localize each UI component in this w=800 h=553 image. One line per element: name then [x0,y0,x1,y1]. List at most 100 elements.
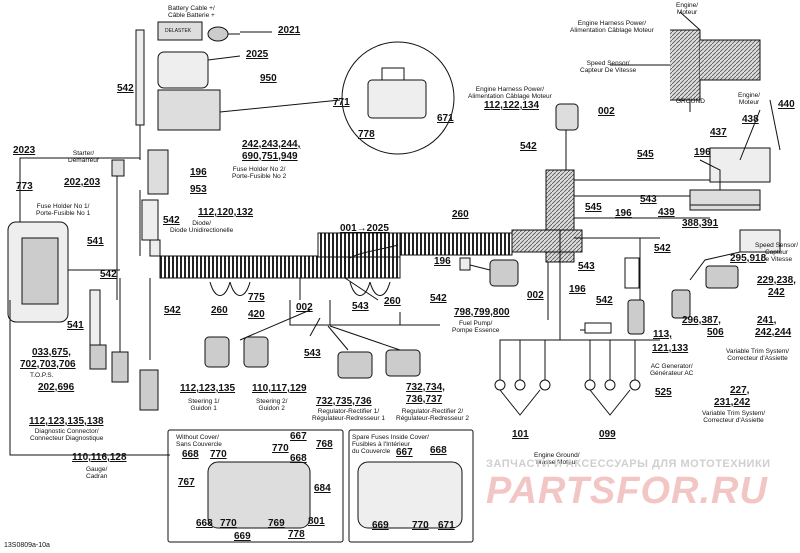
caption-diode: Diode/ Diode Unidirectionelle [170,220,234,234]
part-label: 770 [210,449,227,460]
part-label: 112,120,132 [198,207,254,218]
part-label: 668 [290,453,307,464]
part-label: 770 [272,443,289,454]
part-label: 545 [585,202,602,213]
part-label: 196 [434,256,451,267]
part-label: 669 [372,520,389,531]
part-label: 667 [396,447,413,458]
part-label: 202,696 [38,382,75,393]
part-label: 438 [742,114,759,125]
part-label: 778 [288,529,305,540]
part-label: 440 [778,99,795,110]
part-label: 769 [268,518,285,529]
caption-engine-harness-top: Engine Harness Power/ Alimentation Câbla… [570,20,654,34]
caption-fuse-holder-1: Fuse Holder No 1/ Porte-Fusible No 1 [36,203,91,217]
caption-engine-right: Engine/ Moteur [738,92,761,106]
part-label: 671 [437,113,454,124]
part-label: 420 [248,309,265,320]
part-label: 773 [16,181,33,192]
part-label: 260 [211,305,228,316]
part-label: 101 [512,429,529,440]
part-label: 767 [178,477,195,488]
part-label: 112,123,135,138 [29,416,104,427]
part-label: 001→2025 [340,223,389,234]
part-label: 439 [658,207,675,218]
part-label: 953 [190,184,207,195]
caption-gauge: Gauge/ Cadran [86,466,108,480]
part-label: 543 [304,348,321,359]
diagram-code: 13S0809a-10a [4,542,50,549]
caption-ac-generator: AC Generator/ Générateur AC [650,363,694,377]
part-label: 542 [164,305,181,316]
part-label: 541 [67,320,84,331]
part-label: 543 [578,261,595,272]
part-label: 801 [308,516,325,527]
part-label: 2021 [278,25,301,36]
caption-fuse-holder-2: Fuse Holder No 2/ Porte-Fusible No 2 [232,166,287,180]
caption-without-cover: Without Cover/ Sans Couvercle [176,434,222,448]
caption-variable-trim-2: Variable Trim System/ Correcteur d'Assie… [702,410,766,424]
watermark-text: ЗАПЧАСТИ И АКСЕССУАРЫ ДЛЯ МОТОТЕХНИКИ [486,458,771,470]
caption-ground: GROUND [676,98,705,105]
part-label: 121,133 [652,343,689,354]
part-label: 437 [710,127,727,138]
part-label: 668 [430,445,447,456]
part-label: 260 [452,209,469,220]
part-label: 196 [694,147,711,158]
caption-starter: Starter/ Démarreur [68,150,100,164]
part-label: 388,391 [682,218,719,229]
part-label: 002 [598,106,615,117]
part-label: 113, [653,329,672,340]
part-label: 202,203 [64,177,101,188]
part-label: 667 [290,431,307,442]
part-label: 295,918 [730,253,767,264]
caption-variable-trim-1: Variable Trim System/ Correcteur d'Assie… [726,348,790,362]
part-label: 260 [384,296,401,307]
part-label: 543 [352,301,369,312]
part-label: 736,737 [406,394,443,405]
part-label: 542 [100,269,117,280]
caption-speed-sensor-top: Speed Sensor/ Capteur De Vitesse [580,60,637,74]
part-label: 242 [768,287,785,298]
part-label: 506 [707,327,724,338]
part-label: 684 [314,483,331,494]
part-label: 542 [654,243,671,254]
harness-conduit-main [159,255,401,279]
part-label: 110,117,129 [252,383,307,394]
part-label: 227, [730,385,750,396]
part-label: 732,734, [406,382,445,393]
part-label: 2025 [246,49,269,60]
part-label: 196 [190,167,207,178]
part-label: 241, [757,315,777,326]
part-label: 732,735,736 [316,396,372,407]
part-label: 229,238, [757,275,796,286]
part-label: 242,244 [755,327,792,338]
caption-engine-ground: Engine Ground/ Masse Moteur [534,452,580,466]
part-label: 669 [234,531,251,542]
caption-speed-sensor-right: Speed Sensor/ Capteur De Vitesse [755,242,799,263]
part-label: 668 [196,518,213,529]
part-label: 099 [599,429,616,440]
part-label: 542 [163,215,180,226]
part-label: 771 [333,97,350,108]
part-label: 545 [637,149,654,160]
part-label: 541 [87,236,104,247]
caption-reg-rect-1: Regulator-Rectifier 1/ Régulateur-Redres… [312,408,385,422]
watermark-logo: PARTSFOR.RU [486,470,768,512]
caption-tops: T.O.P.S. [30,372,54,379]
part-label: 542 [430,293,447,304]
part-label: 775 [248,292,265,303]
part-label: 542 [117,83,134,94]
caption-fuel-pump: Fuel Pump/ Pompe Essence [452,320,500,334]
part-label: 2023 [13,145,36,156]
part-label: 542 [596,295,613,306]
part-label: 296,387, [682,315,721,326]
part-label: 671 [438,520,455,531]
part-label: 112,123,135 [180,383,236,394]
part-label: 668 [182,449,199,460]
part-label: 770 [220,518,237,529]
engine-connector-438 [709,147,771,183]
harness-conduit-260 [399,232,513,256]
part-label: 768 [316,439,333,450]
